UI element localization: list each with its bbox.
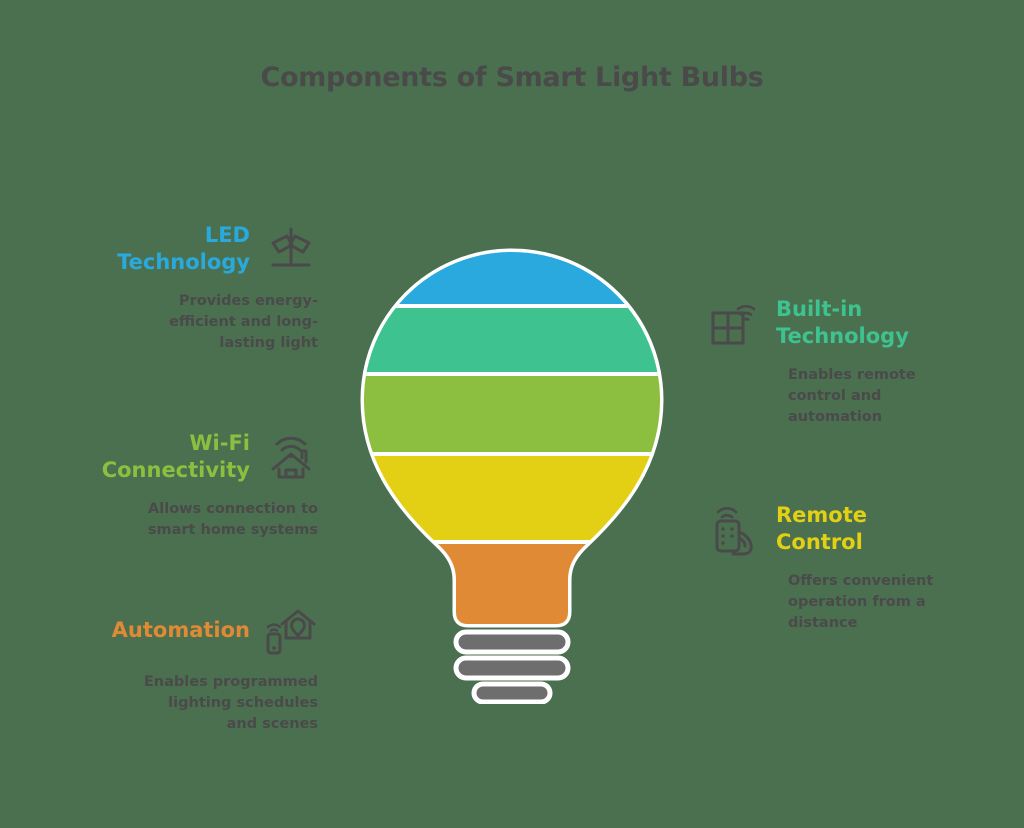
item-automation[interactable]: Automation Enables programmed lighting s… [58,604,318,735]
item-led-technology[interactable]: LED Technology Provides energy-efficient… [58,222,318,354]
bulb-band-automation [364,542,660,624]
page-title: Components of Smart Light Bulbs [260,62,764,93]
bulb-screw-base [453,629,571,705]
item-remote-control-heading: Remote Control [776,503,868,555]
item-wifi-connectivity-description: Allows connection to smart home systems [147,500,318,538]
item-remote-control-header: Remote Control [708,502,968,557]
hand-remote-icon [708,502,762,556]
item-automation-header: Automation [58,604,318,658]
bulb-band-builtin [364,306,660,374]
bulb-band-led [364,252,660,306]
item-wifi-connectivity-heading: Wi-Fi Connectivity [101,431,250,483]
item-automation-description: Enables programmed lighting schedules an… [143,674,318,733]
item-led-technology-description: Provides energy-efficient and long-lasti… [169,292,318,351]
item-automation-heading: Automation [111,618,250,643]
item-built-in-technology-description: Enables remote control and automation [788,366,916,425]
chip-signal-icon [708,296,762,350]
item-wifi-connectivity[interactable]: Wi-Fi Connectivity Allows connection to … [58,430,318,541]
item-led-technology-header: LED Technology [58,222,318,277]
item-built-in-technology[interactable]: Built-in Technology Enables remote contr… [708,296,968,428]
bulb-band-wifi [364,374,660,454]
floor-lamp-icon [264,222,318,276]
item-built-in-technology-header: Built-in Technology [708,296,968,351]
item-built-in-technology-heading: Built-in Technology [776,297,909,349]
item-led-technology-heading: LED Technology [117,223,250,275]
item-wifi-connectivity-header: Wi-Fi Connectivity [58,430,318,485]
item-remote-control[interactable]: Remote Control Offers convenient operati… [708,502,968,634]
smart-light-bulb-illustration [352,244,672,708]
smart-home-phone-icon [264,604,318,658]
wifi-house-icon [264,430,318,484]
bulb-band-remote [364,454,660,542]
item-remote-control-description: Offers convenient operation from a dista… [788,572,934,631]
